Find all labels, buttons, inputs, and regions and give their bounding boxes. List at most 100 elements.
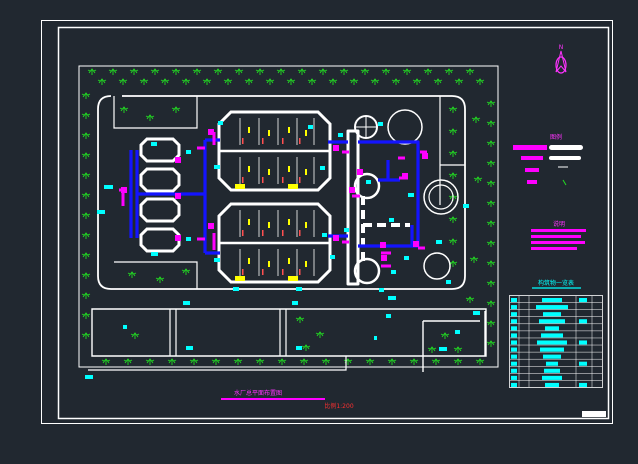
aerator-mark bbox=[268, 169, 270, 175]
pipe-label-tag bbox=[104, 185, 113, 189]
title-underline bbox=[221, 398, 325, 400]
table-cell-index bbox=[511, 340, 517, 345]
aerator-mark bbox=[248, 166, 250, 172]
tree-symbol bbox=[155, 276, 165, 283]
settling-tank bbox=[139, 197, 181, 223]
tree-symbol bbox=[381, 68, 391, 75]
pipe-label-tag bbox=[389, 218, 394, 222]
table-cell-name bbox=[543, 312, 561, 317]
tree-symbol bbox=[223, 78, 233, 85]
table-cell-index bbox=[511, 298, 517, 303]
north-arrow: N bbox=[555, 44, 567, 74]
table-cell-index bbox=[511, 347, 517, 352]
pipe-label-tag bbox=[463, 204, 469, 208]
aerator-mark bbox=[288, 166, 290, 172]
table-cell-index bbox=[511, 361, 517, 366]
pipe-legend-title: 图例 bbox=[550, 133, 562, 141]
site-boundary bbox=[78, 65, 499, 368]
tree-symbol bbox=[328, 78, 338, 85]
pipe-label-tag bbox=[391, 270, 396, 274]
tree-symbol bbox=[81, 92, 91, 99]
pipe-label-tag bbox=[322, 233, 327, 237]
pipe-label-tag bbox=[186, 346, 193, 350]
table-cell-name bbox=[545, 326, 559, 331]
pipe-label-tag bbox=[404, 256, 409, 260]
tree-symbol bbox=[81, 312, 91, 319]
pipe-label-tag bbox=[408, 193, 414, 197]
east-units bbox=[346, 109, 459, 286]
tree-symbol bbox=[486, 100, 496, 107]
tree-symbol bbox=[412, 78, 422, 85]
tree-symbol bbox=[160, 78, 170, 85]
pipe-label-tag bbox=[455, 330, 460, 334]
tree-symbol bbox=[448, 216, 458, 223]
tree-symbol bbox=[139, 78, 149, 85]
pipe-label-tag bbox=[151, 252, 158, 256]
reactor-north bbox=[217, 110, 332, 192]
tree-symbol bbox=[150, 68, 160, 75]
tree-symbol bbox=[286, 78, 296, 85]
aerator-mark bbox=[268, 222, 270, 228]
tree-symbol bbox=[81, 252, 91, 259]
tree-row-group bbox=[81, 68, 496, 365]
tree-symbol bbox=[486, 180, 496, 187]
tree-symbol bbox=[81, 292, 91, 299]
tree-symbol bbox=[255, 358, 265, 365]
tree-symbol bbox=[189, 358, 199, 365]
tree-symbol bbox=[349, 78, 359, 85]
aerator-mark bbox=[248, 258, 250, 264]
pipe-label-tag bbox=[446, 280, 451, 284]
pipe-label-tag bbox=[151, 142, 157, 146]
pipe-label-tag bbox=[388, 296, 396, 300]
tree-symbol bbox=[81, 272, 91, 279]
pipeline-network bbox=[119, 129, 428, 268]
tree-symbol bbox=[409, 358, 419, 365]
table-cell-index bbox=[511, 305, 517, 310]
table-cell-name bbox=[537, 340, 567, 345]
aerator-mark bbox=[305, 222, 307, 228]
tree-symbol bbox=[130, 332, 140, 339]
tree-symbol bbox=[473, 176, 483, 183]
pipe-label-tag bbox=[296, 346, 302, 350]
entrance-road bbox=[422, 311, 486, 372]
tree-symbol bbox=[431, 358, 441, 365]
tree-symbol bbox=[81, 172, 91, 179]
aerator-mark bbox=[248, 219, 250, 225]
tree-symbol bbox=[297, 68, 307, 75]
tree-symbol bbox=[448, 128, 458, 135]
tree-symbol bbox=[433, 78, 443, 85]
pipe-label-tag bbox=[436, 240, 442, 244]
aerator-mark bbox=[305, 261, 307, 267]
tree-symbol bbox=[486, 300, 496, 307]
tree-symbol bbox=[171, 68, 181, 75]
tree-symbol bbox=[307, 78, 317, 85]
tree-symbol bbox=[81, 152, 91, 159]
pipe-label-tag bbox=[386, 314, 391, 318]
tree-symbol bbox=[145, 358, 155, 365]
tree-symbol bbox=[181, 268, 191, 275]
tree-symbol bbox=[299, 358, 309, 365]
tree-symbol bbox=[486, 280, 496, 287]
tree-symbol bbox=[486, 140, 496, 147]
tree-symbol bbox=[108, 68, 118, 75]
tree-symbol bbox=[97, 78, 107, 85]
table-cell-name bbox=[545, 382, 559, 387]
tree-symbol bbox=[453, 346, 463, 353]
pipe-label-tag bbox=[186, 237, 191, 241]
tree-symbol bbox=[486, 160, 496, 167]
tree-symbol bbox=[453, 358, 463, 365]
tree-symbol bbox=[391, 78, 401, 85]
tree-symbol bbox=[118, 78, 128, 85]
tree-symbol bbox=[81, 132, 91, 139]
aerator-mark bbox=[288, 219, 290, 225]
pipe-label-tag bbox=[344, 228, 349, 232]
aerator-mark bbox=[288, 127, 290, 133]
pipe-label-tag bbox=[296, 287, 302, 291]
tree-symbol bbox=[486, 120, 496, 127]
table-cell-index bbox=[511, 333, 517, 338]
tree-symbol bbox=[202, 78, 212, 85]
table-cell-index bbox=[511, 326, 517, 331]
tree-symbol bbox=[81, 332, 91, 339]
tree-symbol bbox=[402, 68, 412, 75]
